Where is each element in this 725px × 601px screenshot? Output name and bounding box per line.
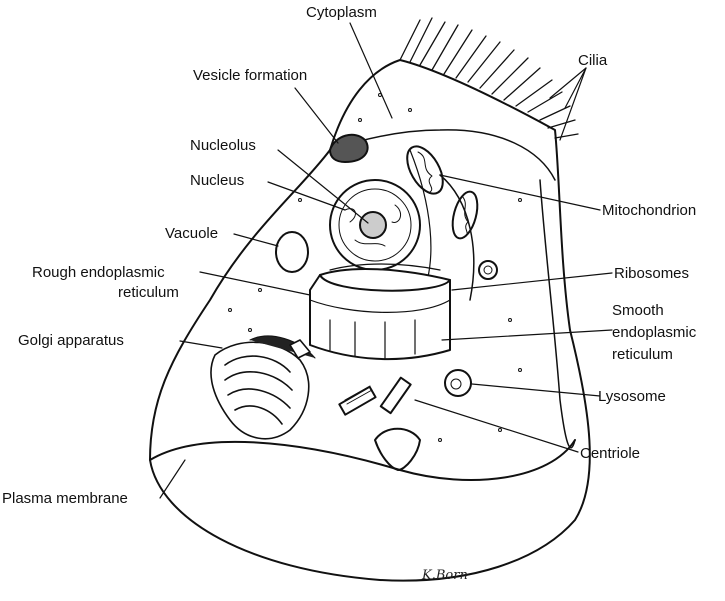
label-vacuole: Vacuole	[165, 225, 219, 242]
artist-signature: K.Born	[422, 568, 468, 583]
er-long-line	[439, 174, 475, 301]
label-rough-er-2: reticulum	[118, 284, 179, 301]
cytoplasm-dots	[228, 93, 522, 442]
lysosome-shape	[444, 369, 472, 397]
cilia-group	[399, 17, 579, 139]
label-smooth-er-3: reticulum	[612, 346, 673, 363]
label-lysosome: Lysosome	[598, 388, 666, 405]
bottom-vesicle	[374, 427, 421, 471]
ribosome-dot	[478, 260, 498, 280]
label-cilia: Cilia	[578, 52, 608, 69]
label-smooth-er-1: Smooth	[612, 302, 664, 319]
cell-outer-membrane	[149, 59, 591, 582]
leader-lines	[159, 22, 613, 499]
label-nucleolus: Nucleolus	[190, 137, 256, 154]
label-nucleus: Nucleus	[190, 172, 245, 189]
label-rough-er-1: Rough endoplasmic	[32, 264, 165, 281]
label-mitochondrion: Mitochondrion	[602, 202, 697, 219]
label-centriole: Centriole	[580, 445, 641, 462]
vacuole-shape	[275, 231, 309, 273]
centriole-shapes	[338, 376, 412, 416]
golgi-shape	[210, 335, 316, 440]
label-plasma-membrane: Plasma membrane	[2, 490, 128, 507]
vesicle	[329, 133, 369, 163]
cell-inner-wall	[539, 179, 576, 449]
label-golgi: Golgi apparatus	[18, 332, 124, 349]
label-vesicle-formation: Vesicle formation	[193, 67, 308, 84]
nucleolus-shape	[359, 211, 387, 239]
label-ribosomes: Ribosomes	[614, 265, 690, 282]
label-cytoplasm: Cytoplasm	[306, 4, 377, 21]
label-smooth-er-2: endoplasmic	[612, 324, 697, 341]
nucleus-inner	[338, 188, 412, 262]
er-block	[309, 263, 451, 361]
cell-cut-rim	[149, 439, 576, 481]
